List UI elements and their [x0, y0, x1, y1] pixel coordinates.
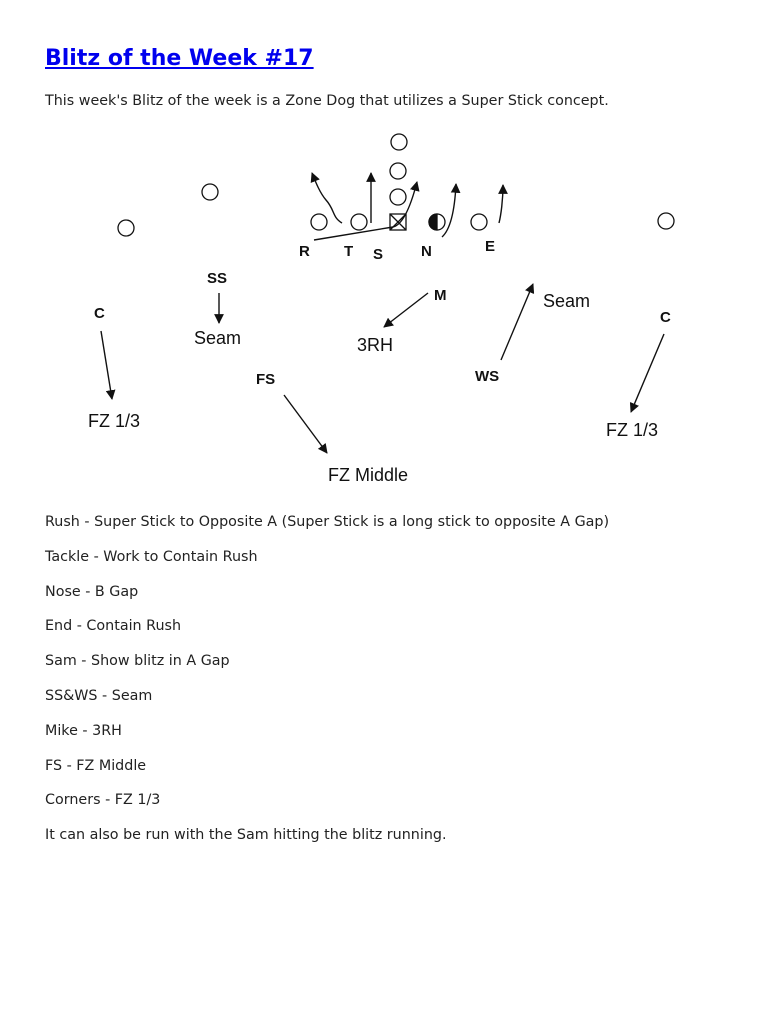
blitz-diagram: R T S N E SS Seam M 3RH Seam WS C FZ 1/3… [88, 133, 675, 485]
label-ss-assignment: Seam [194, 328, 241, 348]
cl-route-arrow [100, 330, 116, 400]
offense-wr-right [657, 212, 675, 230]
ws-route-arrow [500, 283, 535, 361]
intro-text: This week's Blitz of the week is a Zone … [45, 93, 609, 109]
assignment-mike: Mike - 3RH [45, 722, 122, 739]
offense-center [389, 213, 407, 231]
assignment-free-safety: FS - FZ Middle [45, 757, 147, 774]
assignment-list: Rush - Super Stick to Opposite A (Super … [45, 513, 609, 861]
label-fs-assignment: FZ Middle [328, 465, 408, 485]
label-cr-assignment: FZ 1/3 [606, 420, 658, 440]
offense-lineman-rt [470, 213, 488, 231]
tackle-route-arrow [310, 172, 343, 224]
offense-rb-2 [390, 133, 408, 151]
label-tackle: T [344, 243, 353, 260]
assignment-nose: Nose - B Gap [45, 583, 139, 600]
offense-wr-left [117, 219, 135, 237]
page-title[interactable]: Blitz of the Week #17 [45, 46, 314, 71]
label-nose: N [421, 243, 432, 260]
label-mike: M [434, 287, 447, 304]
label-weak-safety: WS [475, 368, 499, 385]
offense-rg-half-fill [428, 213, 438, 231]
label-mike-assignment: 3RH [357, 335, 393, 355]
rush-super-stick-arrow [313, 181, 420, 241]
assignment-corners: Corners - FZ 1/3 [45, 792, 161, 809]
closing-note: It can also be run with the Sam hitting … [45, 827, 447, 844]
label-ws-assignment: Seam [543, 291, 590, 311]
label-strong-safety: SS [207, 270, 227, 287]
offense-players [117, 133, 675, 237]
cr-route-arrow [629, 333, 665, 413]
assignment-safeties: SS&WS - Seam [45, 687, 153, 704]
end-route-arrow [498, 184, 508, 224]
offense-lineman-lt [310, 213, 328, 231]
offense-slot-left [201, 183, 219, 201]
fs-route-arrow [283, 394, 328, 454]
assignment-rush: Rush - Super Stick to Opposite A (Super … [45, 514, 610, 530]
nose-route-arrow [441, 183, 461, 238]
assignment-sam: Sam - Show blitz in A Gap [45, 653, 230, 670]
label-corner-left: C [94, 305, 105, 322]
offense-rb-1 [389, 162, 407, 180]
label-sam: S [373, 246, 383, 263]
assignment-end: End - Contain Rush [45, 618, 182, 635]
offense-lineman-lg [350, 213, 368, 231]
defense-routes [100, 172, 665, 454]
label-rush: R [299, 243, 310, 260]
label-free-safety: FS [256, 371, 275, 388]
mike-route-arrow [383, 292, 429, 328]
offense-qb [389, 188, 407, 206]
label-end: E [485, 238, 495, 255]
assignment-tackle: Tackle - Work to Contain Rush [45, 548, 258, 565]
label-corner-right: C [660, 309, 671, 326]
label-cl-assignment: FZ 1/3 [88, 411, 140, 431]
